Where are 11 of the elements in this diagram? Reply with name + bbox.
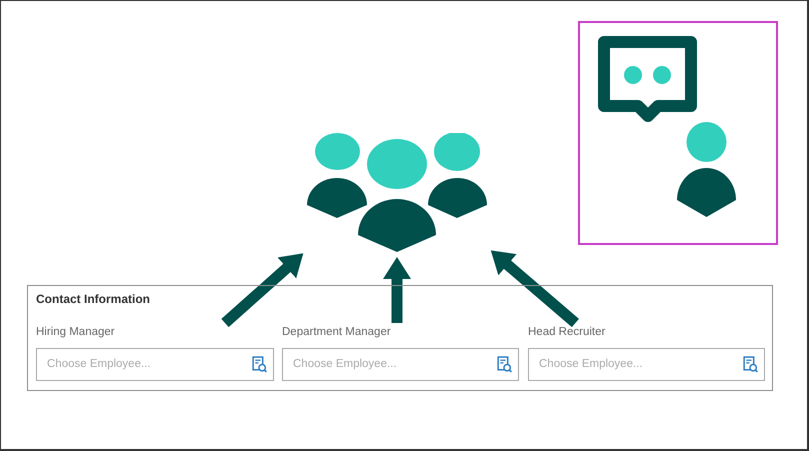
people-group-icon [307, 133, 487, 252]
field-label: Head Recruiter [528, 326, 606, 338]
panel-title: Contact Information [36, 292, 150, 306]
field-label: Department Manager [282, 326, 391, 338]
picture-frame [578, 21, 778, 245]
input-field: Choose Employee... [282, 348, 519, 381]
input-field: Choose Employee... [528, 348, 765, 381]
input-field: Choose Employee... [36, 348, 274, 381]
form-panel [27, 285, 773, 391]
field-label: Hiring Manager [36, 326, 115, 338]
arrow [383, 257, 411, 323]
